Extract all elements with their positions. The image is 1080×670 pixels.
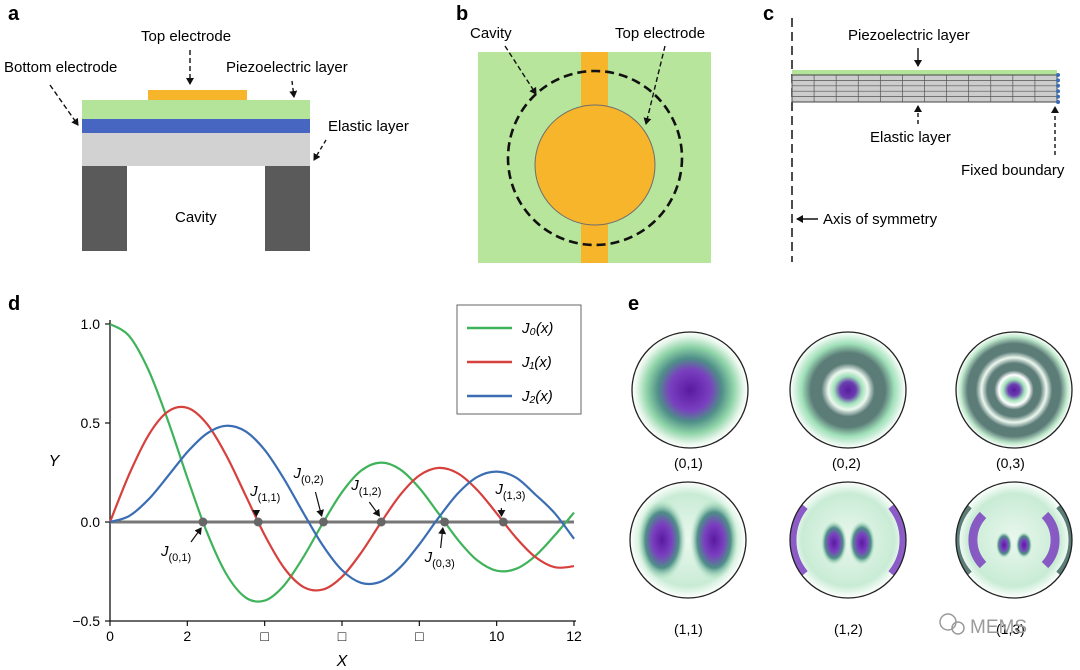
mode-02 [789,331,907,449]
mode-01 [631,331,749,449]
chart-legend: J₀(x) J₁(x) J₂(x) [456,304,582,415]
panel-letter-c: c [763,3,774,25]
label-top-electrode: Top electrode [141,28,231,45]
zero-label: J(0,2) [292,465,323,486]
label-cavity-a: Cavity [175,209,217,226]
zero-arrow [438,527,447,549]
x-tick-label: 0 [106,628,114,644]
y-tick-label: 1.0 [81,316,101,332]
piezo-strip [792,70,1057,75]
mode-label-02: (0,2) [832,455,861,471]
chart-axes: −0.5 0.0 0.5 1.0 0 2 □ □ □ 10 12X Y [49,316,582,670]
label-elastic-layer: Elastic layer [328,118,409,135]
zero-label: J(1,2) [350,477,381,498]
zero-arrow [190,527,202,543]
mode-label-13: (1,3) [996,621,1025,637]
mode-label-03: (0,3) [996,455,1025,471]
mesh-lines [792,75,1057,102]
x-tick-label: □ [415,628,424,644]
series-line-j1x [108,405,575,592]
left-support [82,166,127,251]
x-tick-label: □ [260,628,269,644]
fixed-boundary-markers [1056,73,1060,104]
panel-letter-a: a [8,3,20,25]
zero-marker [318,517,328,527]
bottom-electrode-rect [82,119,310,133]
right-support [265,166,310,251]
mode-13 [955,481,1073,599]
label-bottom-electrode: Bottom electrode [4,59,117,76]
fixed-boundary-dot [1056,78,1060,83]
zero-label: J(0,1) [160,543,191,564]
panel-e: e [628,293,1073,637]
label-fixed-boundary: Fixed boundary [961,162,1065,179]
zero-arrow [314,491,325,517]
x-tick-label: 12 [566,628,582,644]
top-electrode-rect [148,90,247,101]
series-line-j2x [109,424,575,586]
piezo-layer-rect [82,100,310,119]
electrode-disk [534,104,656,226]
fixed-boundary-dot [1056,83,1060,88]
watermark-text: MEMS [970,617,1027,638]
fixed-boundary-dot [1056,89,1060,94]
chart-series [108,323,575,603]
fixed-boundary-dot [1056,94,1060,99]
y-tick-label: 0.5 [81,415,101,431]
panel-letter-b: b [456,3,468,25]
elastic-layer-rect [82,133,310,166]
mode-03 [955,331,1073,449]
label-piezo-layer: Piezoelectric layer [226,59,348,76]
mode-11 [629,481,747,599]
label-elastic-layer-c: Elastic layer [870,129,951,146]
panel-letter-e: e [628,293,639,315]
y-tick-label: −0.5 [72,613,100,629]
watermark: MEMS [939,613,1027,638]
y-axis-label: Y [49,453,61,470]
zero-label: J(0,3) [424,549,455,570]
series-line-j0x [109,323,575,603]
label-piezo-layer-c: Piezoelectric layer [848,27,970,44]
zero-marker [440,517,450,527]
panel-c: c Piezoelectric layer Elastic layer Fixe… [763,3,1065,262]
x-axis-label: X [336,653,349,670]
x-tick-label: □ [338,628,347,644]
zero-arrow [368,501,381,517]
fixed-boundary-dot [1056,100,1060,104]
fixed-boundary-dot [1056,73,1060,77]
y-tick-label: 0.0 [81,514,101,530]
zero-marker [376,517,386,527]
zero-marker [498,517,508,527]
legend-label: J₂(x) [521,388,553,405]
label-axis-symmetry: Axis of symmetry [823,211,938,228]
zero-marker [198,517,208,527]
x-tick-label: 2 [183,628,191,644]
mode-12 [789,481,907,599]
panel-a: a Top electrode Bottom electrode Piezoel… [4,3,409,251]
label-top-electrode-b: Top electrode [615,25,705,42]
cavity-outline [506,69,684,247]
zero-marker [253,517,263,527]
legend-label: J₀(x) [521,320,553,337]
mode-label-11: (1,1) [674,621,703,637]
legend-box [456,304,582,415]
legend-label: J₁(x) [521,354,552,371]
mode-label-12: (1,2) [834,621,863,637]
mode-label-01: (0,1) [674,455,703,471]
panel-letter-d: d [8,293,20,315]
x-tick-label: 10 [489,628,505,644]
zero-label: J(1,3) [494,481,525,502]
label-cavity-b: Cavity [470,25,512,42]
panel-b: b Cavity Top electrode [456,3,711,263]
panel-d: d −0.5 0.0 0.5 1.0 0 2 □ □ □ 10 12X Y J(0,1) J(1,1) J… [8,293,582,670]
zero-label: J(1,1) [249,483,280,504]
